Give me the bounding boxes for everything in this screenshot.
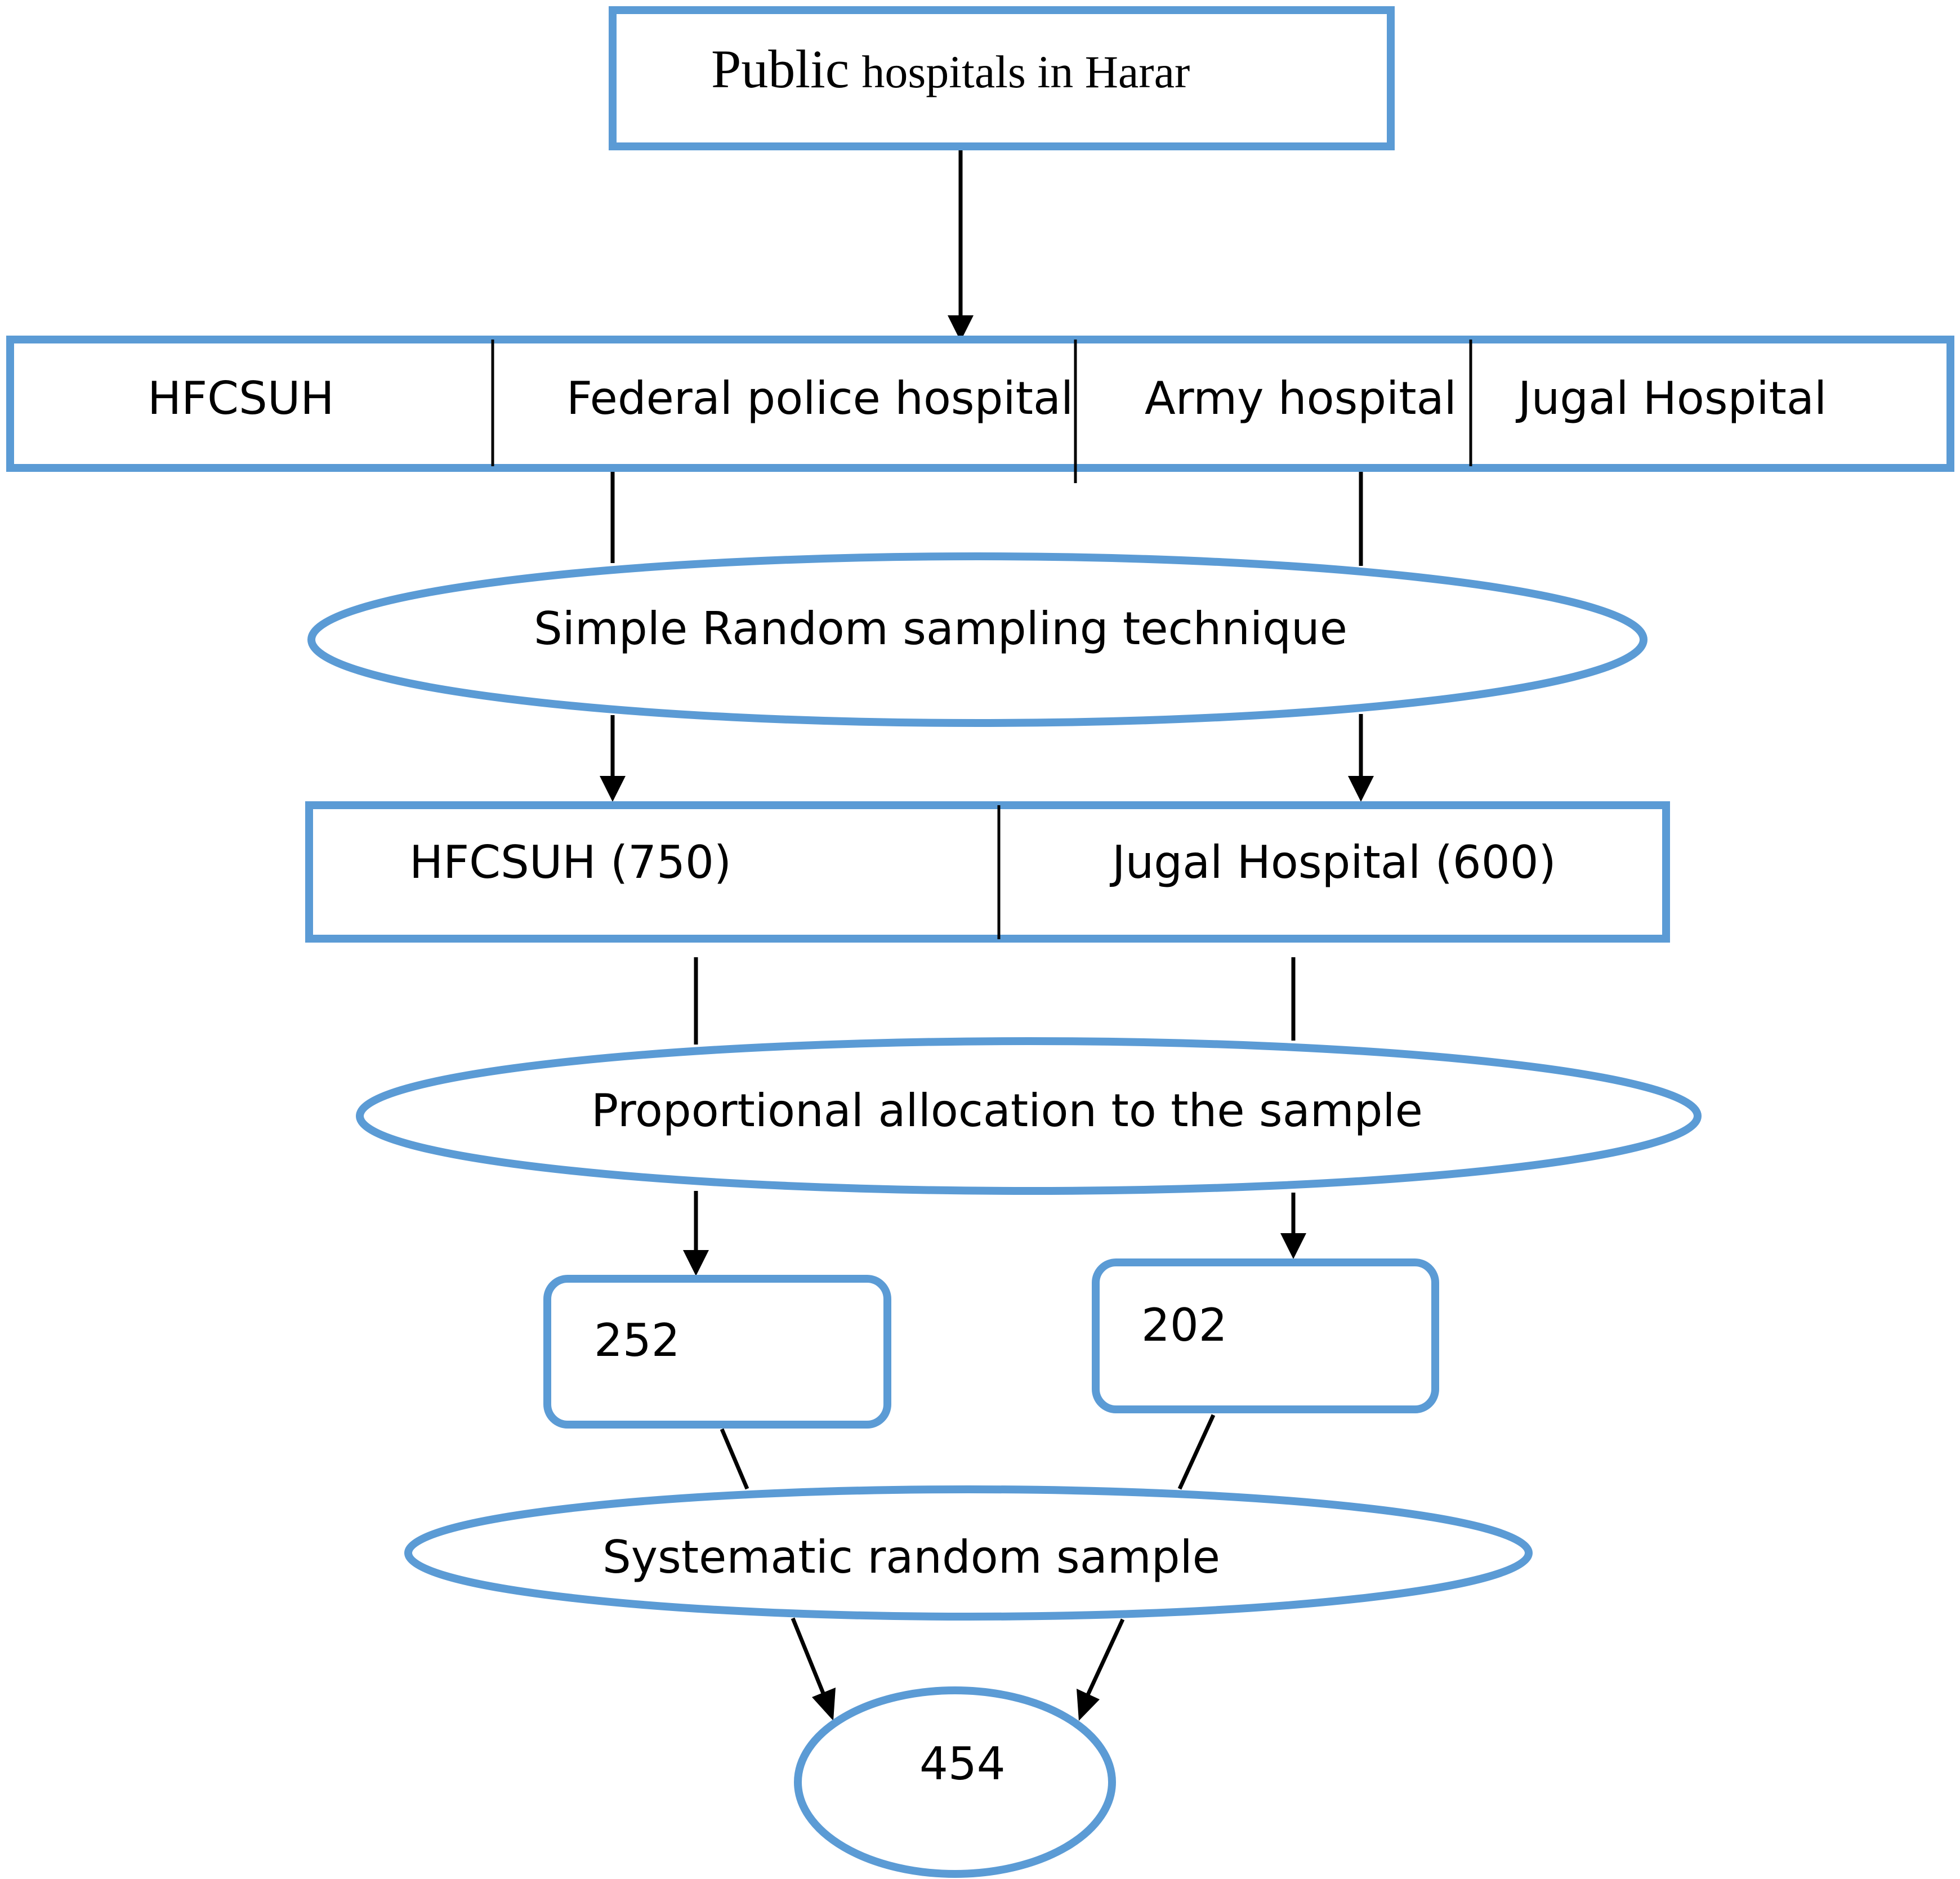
top-node: Public hospitals in Harar [609,6,1395,150]
arrowhead-prop-to-202 [1280,1233,1306,1259]
line-202-to-sys [1177,1414,1216,1490]
arrowhead-top-to-hospitals [948,315,974,341]
arrow-sys-to-total-right [1086,1618,1125,1696]
sample-252-node: 252 [543,1275,891,1429]
simple-random-node: Simple Random sampling technique [307,552,1648,727]
top-label-prefix: Public [711,39,849,99]
selected-jugal: Jugal Hospital (600) [1109,836,1556,889]
top-label: Public hospitals in Harar [711,39,1190,99]
arrowhead-srs-to-jugal [1348,776,1374,802]
sample-252-label: 252 [594,1314,680,1367]
proportional-label: Proportional allocation to the sample [591,1084,1423,1137]
hospitals-row: HFCSUH Federal police hospital Army hosp… [6,336,1954,483]
selected-hfcsuh: HFCSUH (750) [409,836,731,889]
total-node: 454 [794,1686,1116,1878]
arrowhead-sys-to-total-right [1077,1689,1100,1721]
arrowhead-sys-to-total-left [812,1688,836,1721]
hospital-hfcsuh: HFCSUH [148,372,334,425]
proportional-ellipse [356,1037,1702,1195]
hospitals-box [6,336,1954,472]
hospital-army: Army hospital [1145,372,1457,425]
total-ellipse [794,1686,1116,1878]
sample-252-box [543,1275,891,1429]
connectors [600,148,1374,1721]
sample-202-label: 202 [1141,1299,1227,1351]
hospital-jugal: Jugal Hospital [1515,372,1827,425]
sample-202-box [1092,1258,1439,1413]
arrow-sys-to-total-left [791,1617,827,1697]
selected-row: HFCSUH (750) Jugal Hospital (600) [305,801,1670,943]
line-252-to-sys [720,1428,749,1490]
systematic-node: Systematic random sample [404,1485,1533,1621]
arrowhead-srs-to-hfcsuh [600,776,626,802]
simple-random-ellipse [307,552,1648,727]
hospital-federal-police: Federal police hospital [566,372,1073,425]
arrowhead-prop-to-252 [683,1250,709,1276]
total-label: 454 [919,1738,1006,1790]
proportional-node: Proportional allocation to the sample [356,1037,1702,1195]
sample-202-node: 202 [1092,1258,1439,1413]
systematic-label: Systematic random sample [602,1531,1220,1583]
simple-random-label: Simple Random sampling technique [534,602,1347,655]
top-box [609,6,1395,150]
systematic-ellipse [404,1485,1533,1621]
top-label-rest: hospitals in Harar [861,46,1190,97]
selected-box [305,801,1670,943]
